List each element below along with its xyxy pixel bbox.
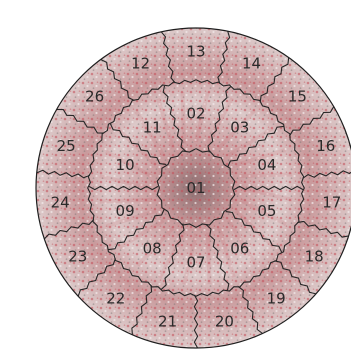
segment-label-inner: 07 bbox=[186, 254, 205, 272]
segment-label-outer: 17 bbox=[322, 193, 341, 211]
segment-label-outer: 24 bbox=[51, 193, 70, 211]
segment-label-outer: 23 bbox=[68, 247, 87, 265]
segment-label-outer: 19 bbox=[267, 289, 286, 307]
segment-label-inner: 05 bbox=[257, 202, 276, 220]
segment-label-inner: 11 bbox=[143, 119, 162, 137]
segment-label-inner: 02 bbox=[186, 105, 205, 123]
segment-label-outer: 14 bbox=[242, 54, 261, 72]
segment-label-center: 01 bbox=[186, 179, 205, 197]
segment-label-inner: 10 bbox=[116, 156, 135, 174]
segment-label-inner: 04 bbox=[257, 156, 276, 174]
segment-label-outer: 13 bbox=[186, 43, 205, 61]
segment-label-outer: 21 bbox=[158, 313, 177, 331]
segment-label-inner: 06 bbox=[230, 239, 249, 257]
segment-label-outer: 12 bbox=[131, 54, 150, 72]
segment-label-inner: 03 bbox=[230, 119, 249, 137]
segment-label-outer: 15 bbox=[288, 88, 307, 106]
segment-label-inner: 08 bbox=[143, 239, 162, 257]
segment-label-inner: 09 bbox=[116, 202, 135, 220]
segment-label-outer: 22 bbox=[106, 289, 125, 307]
segment-label-outer: 20 bbox=[215, 313, 234, 331]
segment-label-outer: 18 bbox=[305, 247, 324, 265]
segment-label-outer: 16 bbox=[316, 137, 335, 155]
segment-label-outer: 26 bbox=[85, 88, 104, 106]
segment-label-outer: 25 bbox=[57, 137, 76, 155]
